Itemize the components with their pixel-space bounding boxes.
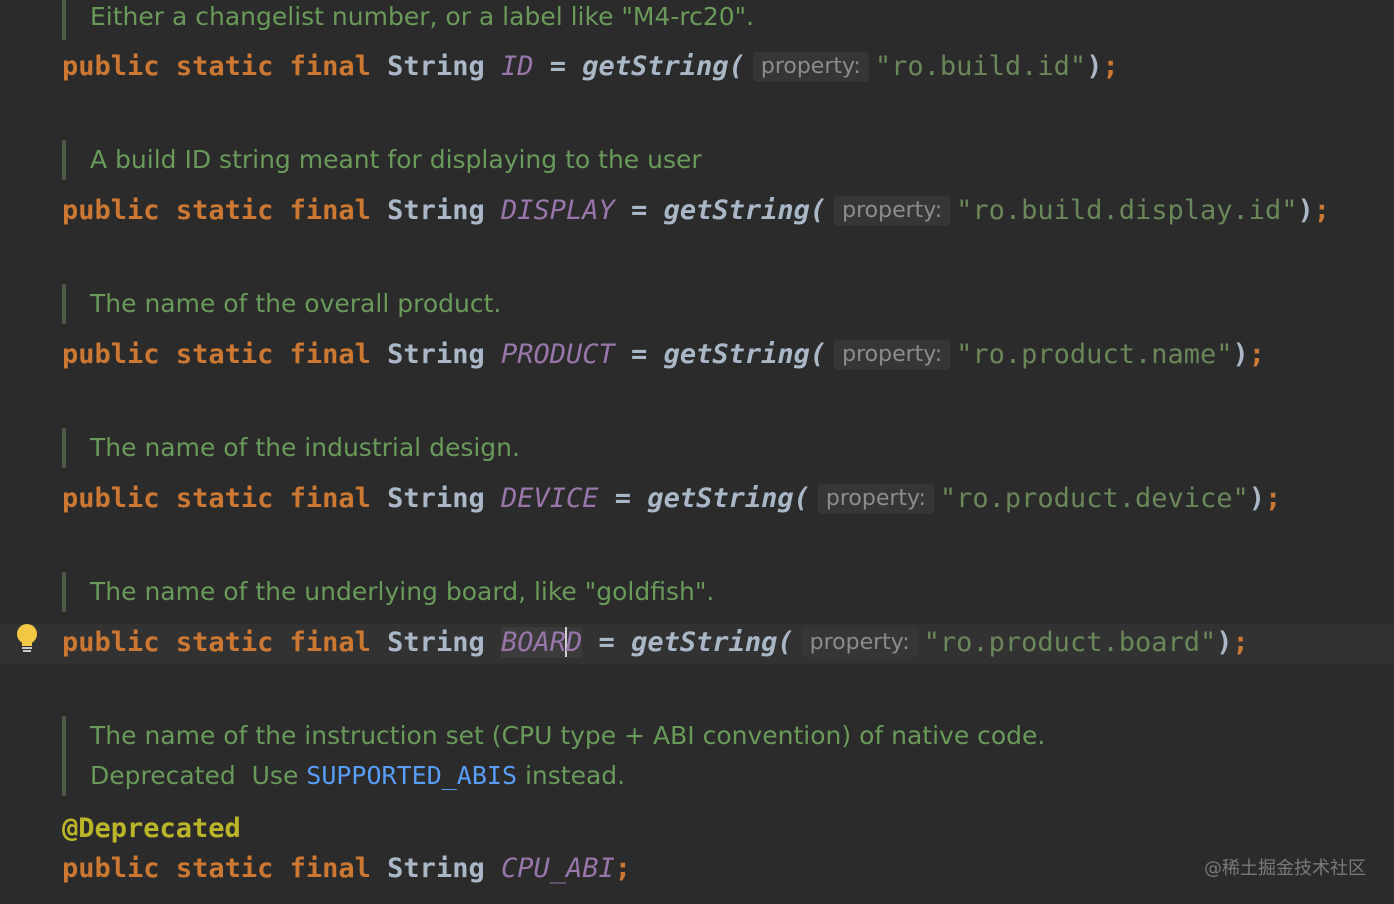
watermark: @稀土掘金技术社区 [1204,858,1366,879]
field-name-part: D [566,627,583,658]
equals-operator: = [598,627,615,658]
close-paren: ) [1248,483,1266,514]
doc-comment-line: The name of the instruction set (CPU typ… [90,721,1046,750]
parameter-hint: property: [834,196,951,226]
method-call[interactable]: getString( [647,483,810,514]
equals-operator: = [631,195,648,226]
keyword-static: static [175,627,274,658]
string-literal: "ro.build.id" [874,51,1087,82]
parameter-hint: property: [752,52,869,82]
keyword-public: public [62,627,160,658]
close-paren: ) [1232,339,1249,370]
keyword-final: final [289,483,371,514]
keyword-final: final [289,195,371,226]
keyword-public: public [62,195,160,226]
keyword-public: public [62,339,160,370]
semicolon: ; [614,853,632,884]
type-string: String [387,51,485,82]
parameter-hint: property: [801,628,918,658]
keyword-public: public [62,853,160,884]
type-string: String [387,195,485,226]
method-call[interactable]: getString( [631,627,794,658]
doc-comment-text: Either a changelist number, or a label l… [90,2,755,31]
keyword-final: final [289,627,371,658]
text-caret [565,627,568,657]
doc-comment-deprecated-suffix: instead. [517,761,626,790]
type-string: String [387,339,485,370]
supported-abis-link[interactable]: SUPPORTED_ABIS [306,761,517,790]
field-name[interactable]: DISPLAY [500,195,615,226]
code-line-device[interactable]: public static final String DEVICE = getS… [62,477,1281,521]
code-line-id[interactable]: public static final String ID = getStrin… [62,45,1119,89]
code-line-board[interactable]: public static final String BOARD = getSt… [62,621,1249,665]
string-literal: "ro.product.name" [956,339,1233,370]
keyword-static: static [175,339,274,370]
semicolon: ; [1265,483,1282,514]
string-literal: "ro.product.board" [923,627,1217,658]
equals-operator: = [549,51,567,82]
type-string: String [387,627,485,658]
method-call[interactable]: getString( [663,339,827,370]
doc-comment-cpu-abi: The name of the instruction set (CPU typ… [62,716,1045,796]
code-line-display[interactable]: public static final String DISPLAY = get… [62,189,1330,233]
type-string: String [387,853,485,884]
type-string: String [387,483,485,514]
doc-comment-product: The name of the overall product. [62,284,501,324]
field-name[interactable]: DEVICE [500,483,599,514]
keyword-static: static [175,195,274,226]
field-name[interactable]: CPU_ABI [500,853,615,884]
keyword-final: final [289,853,371,884]
keyword-public: public [62,483,160,514]
keyword-static: static [175,853,274,884]
parameter-hint: property: [834,340,951,370]
field-name[interactable]: ID [500,51,534,82]
lightbulb-icon[interactable] [14,624,40,654]
doc-comment-id: Either a changelist number, or a label l… [62,0,754,40]
deprecated-annotation: @Deprecated [62,813,241,844]
annotation-line[interactable]: @Deprecated [62,807,241,851]
current-line-highlight [0,624,1394,664]
keyword-final: final [289,339,371,370]
semicolon: ; [1102,51,1119,82]
doc-comment-text: A build ID string meant for displaying t… [90,145,702,174]
doc-comment-board: The name of the underlying board, like "… [62,572,714,612]
semicolon: ; [1232,627,1249,658]
field-name-part: BOAR [500,627,567,658]
keyword-static: static [175,483,274,514]
keyword-public: public [62,51,160,82]
keyword-final: final [289,51,371,82]
equals-operator: = [614,483,632,514]
field-name[interactable]: PRODUCT [500,339,615,370]
parameter-hint: property: [817,484,934,514]
doc-comment-text: The name of the underlying board, like "… [90,577,715,606]
semicolon: ; [1248,339,1266,370]
close-paren: ) [1216,627,1233,658]
doc-comment-deprecated-prefix: Deprecated Use [90,761,307,790]
string-literal: "ro.product.device" [939,483,1249,514]
doc-comment-text: The name of the industrial design. [90,433,520,462]
code-line-cpu-abi[interactable]: public static final String CPU_ABI; [62,847,631,891]
equals-operator: = [631,339,648,370]
doc-comment-device: The name of the industrial design. [62,428,520,468]
code-line-product[interactable]: public static final String PRODUCT = get… [62,333,1265,377]
close-paren: ) [1297,195,1314,226]
close-paren: ) [1086,51,1103,82]
doc-comment-text: The name of the overall product. [90,289,502,318]
doc-comment-display: A build ID string meant for displaying t… [62,140,702,180]
string-literal: "ro.build.display.id" [956,195,1298,226]
method-call[interactable]: getString( [663,195,827,226]
method-call[interactable]: getString( [582,51,745,82]
semicolon: ; [1313,195,1331,226]
keyword-static: static [175,51,274,82]
field-name[interactable]: BOARD [500,627,583,658]
